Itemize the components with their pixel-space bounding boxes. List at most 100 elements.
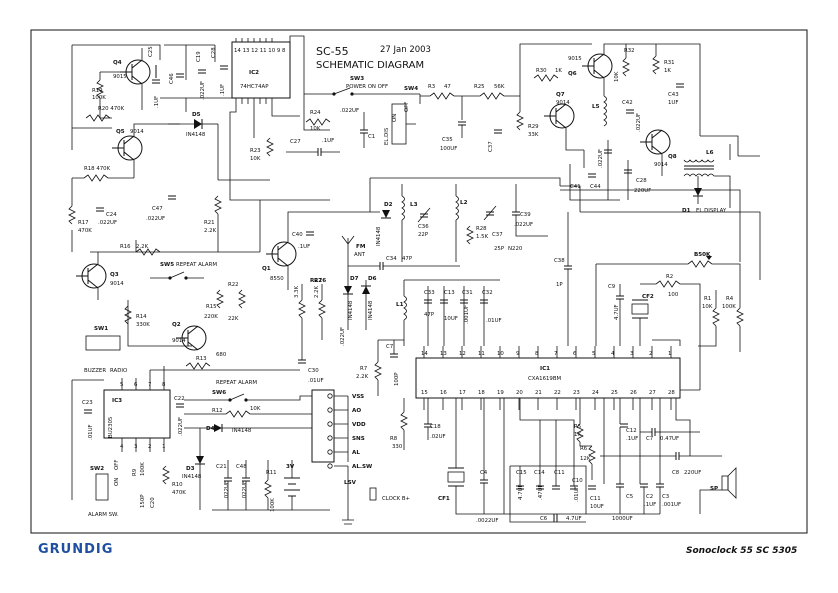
svg-text:BU2305: BU2305: [108, 417, 114, 438]
svg-text:.47UF: .47UF: [538, 484, 544, 500]
svg-text:SW3: SW3: [350, 76, 364, 82]
svg-text:D5: D5: [192, 112, 201, 118]
svg-text:100K: 100K: [270, 498, 276, 512]
svg-text:R3: R3: [428, 84, 435, 90]
svg-text:C46: C46: [169, 73, 175, 84]
svg-text:0.47UF: 0.47UF: [660, 436, 679, 442]
capacitor-c24: C24 .022UF: [96, 207, 117, 226]
svg-text:.1UF: .1UF: [298, 244, 310, 250]
switch-sw3: SW3 POWER ON OFF: [304, 76, 388, 96]
svg-text:C8: C8: [672, 470, 680, 476]
svg-text:.01UF: .01UF: [308, 378, 324, 384]
capacitor-c35: C35 100UF: [440, 121, 466, 152]
svg-text:R15: R15: [206, 304, 217, 310]
svg-text:R25: R25: [474, 84, 485, 90]
svg-text:R27: R27: [310, 278, 322, 284]
svg-text:CLOCK B+: CLOCK B+: [382, 496, 410, 502]
switch-sw6: SW6 REPEAT ALARM: [212, 380, 264, 402]
svg-text:ON: ON: [114, 478, 120, 486]
svg-text:2.2K: 2.2K: [204, 228, 217, 234]
capacitor-c33: C33 47P: [424, 290, 435, 318]
svg-text:9015: 9015: [568, 56, 582, 62]
svg-text:22P: 22P: [418, 232, 429, 238]
svg-text:IN4148: IN4148: [182, 474, 202, 480]
svg-text:22K: 22K: [228, 316, 239, 322]
label-r9-value: 100K: [140, 462, 146, 476]
resistor-r4: R4 100K: [722, 296, 744, 327]
ic1-pin-label: 22: [554, 390, 561, 396]
resistor-r1: R1 10K: [702, 296, 720, 327]
transistor-q2: Q2 9014: [172, 322, 207, 351]
svg-text:.01UF: .01UF: [486, 318, 502, 324]
svg-text:R14: R14: [136, 314, 147, 320]
svg-text:10K: 10K: [614, 71, 620, 82]
svg-text:C7: C7: [386, 344, 393, 350]
svg-text:C48: C48: [236, 464, 247, 470]
ic1-pin-label: 25: [611, 390, 618, 396]
capacitor-c47: C47 .022UF: [146, 195, 176, 222]
resistor-r32: R32 10K: [614, 48, 635, 82]
capacitor-c14: C14 .47UF: [534, 470, 545, 500]
capacitor-c9: C9 4.7UF: [608, 284, 624, 320]
svg-text:.0022UF: .0022UF: [476, 518, 498, 524]
diode-d5: D5 IN4148: [168, 112, 218, 138]
ic1-pin-label: 28: [668, 390, 675, 396]
svg-text:3V: 3V: [286, 464, 295, 470]
ic1-pin-label: 24: [592, 390, 599, 396]
svg-text:C18: C18: [430, 424, 441, 430]
svg-text:2.2K: 2.2K: [356, 374, 369, 380]
svg-text:REPEAT ALARM: REPEAT ALARM: [216, 380, 257, 386]
capacitor-c10: C10 .01UF: [570, 478, 583, 502]
svg-text:C38: C38: [554, 258, 565, 264]
svg-text:SW5: SW5: [160, 262, 174, 268]
ic1-pin-label: 2: [649, 351, 652, 357]
svg-text:IN4148: IN4148: [186, 132, 206, 138]
svg-text:CF2: CF2: [642, 294, 654, 300]
svg-text:Q7: Q7: [556, 92, 565, 98]
el-display-d1: D1 EL.DISPLAY: [682, 176, 727, 214]
ic1-pin-label: 12: [459, 351, 466, 357]
ceramic-filter-cf2: CF2: [631, 294, 654, 319]
ic1-pin-label: 27: [649, 390, 656, 396]
resistor-r14: R14 330K: [124, 305, 150, 328]
svg-text:SW6: SW6: [212, 390, 226, 396]
capacitor-c19: C19 .022UF: [196, 51, 206, 100]
svg-text:REPEAT ALARM: REPEAT ALARM: [176, 262, 217, 268]
ic1-pin-label: 10: [497, 351, 504, 357]
svg-text:IN4148: IN4148: [232, 428, 252, 434]
capacitor-c37: C37: [488, 129, 502, 152]
svg-text:C37: C37: [488, 141, 494, 152]
svg-text:C21: C21: [216, 464, 227, 470]
svg-text:R7: R7: [360, 366, 367, 372]
ic1-pin-label: 26: [630, 390, 637, 396]
svg-text:R21: R21: [204, 220, 215, 226]
transistor-q3: Q3 9014: [76, 263, 124, 289]
ic1-pin-label: 17: [459, 390, 466, 396]
svg-text:IC2: IC2: [249, 70, 259, 76]
svg-text:Q5: Q5: [116, 129, 125, 135]
svg-text:OFF: OFF: [114, 460, 120, 470]
svg-text:.022UF: .022UF: [200, 81, 206, 100]
resistor-r10: R10 470K: [162, 465, 186, 496]
svg-text:R32: R32: [624, 48, 635, 54]
svg-text:4.7UF: 4.7UF: [566, 516, 582, 522]
resistor-r15: R15 220K: [204, 289, 224, 320]
svg-text:.022UF: .022UF: [146, 216, 165, 222]
ic1-pin-label: 13: [440, 351, 447, 357]
svg-text:R12: R12: [212, 408, 223, 414]
resistor-r6: R6 12K: [580, 445, 596, 465]
svg-text:C35: C35: [442, 137, 453, 143]
capacitor-c22: C22 .022UF: [174, 396, 185, 436]
ic3-chip: IC3 BU2305 5 6 7 8 4 3 2 1: [103, 382, 171, 450]
svg-text:C12: C12: [626, 428, 637, 434]
svg-text:1K: 1K: [555, 68, 562, 74]
svg-text:R26: R26: [314, 278, 326, 284]
switch-sw4: SW4 EL.DIS ON OFF: [384, 86, 418, 145]
label-lsv: LSV: [344, 480, 357, 486]
diagram-date: 27 Jan 2003: [380, 45, 431, 55]
connector-label: VDD: [352, 422, 366, 428]
svg-text:C40: C40: [292, 232, 303, 238]
ic2-chip: IC2 74HC74AP 14 13 12 11 10 9 8: [231, 38, 291, 104]
svg-text:C47: C47: [152, 206, 163, 212]
